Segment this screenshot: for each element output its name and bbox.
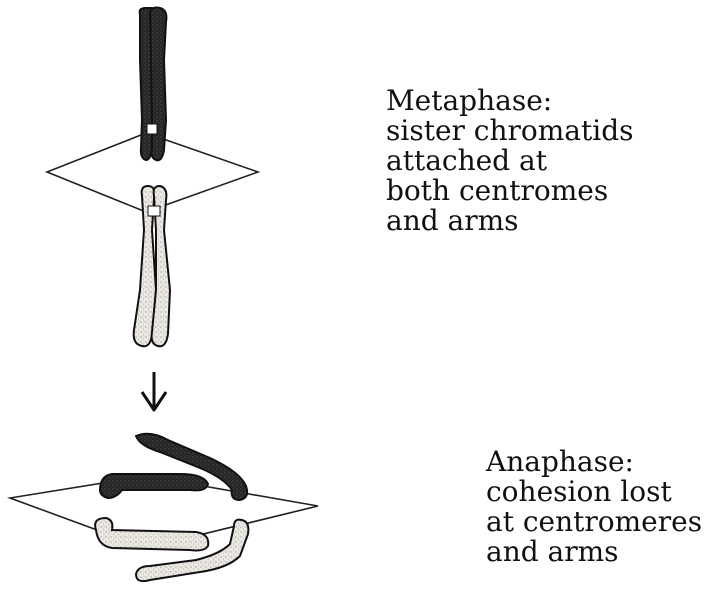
metaphase-dark-chromosome bbox=[140, 8, 167, 161]
metaphase-line-3: attached at bbox=[386, 146, 634, 176]
anaphase-light-chromatids bbox=[95, 518, 248, 581]
metaphase-line-2: sister chromatids bbox=[386, 116, 634, 146]
anaphase-figure bbox=[10, 434, 318, 581]
anaphase-caption: Anaphase: cohesion lost at centromeres a… bbox=[486, 447, 702, 567]
anaphase-line-2: cohesion lost bbox=[486, 477, 702, 507]
metaphase-caption: Metaphase: sister chromatids attached at… bbox=[386, 86, 634, 236]
metaphase-figure bbox=[47, 8, 258, 347]
arrow-down-icon bbox=[142, 372, 166, 410]
metaphase-line-5: and arms bbox=[386, 206, 634, 236]
anaphase-title: Anaphase: bbox=[486, 447, 702, 477]
metaphase-line-4: both centromes bbox=[386, 176, 634, 206]
metaphase-title: Metaphase: bbox=[386, 86, 634, 116]
anaphase-line-3: at centromeres bbox=[486, 507, 702, 537]
anaphase-line-4: and arms bbox=[486, 537, 702, 567]
